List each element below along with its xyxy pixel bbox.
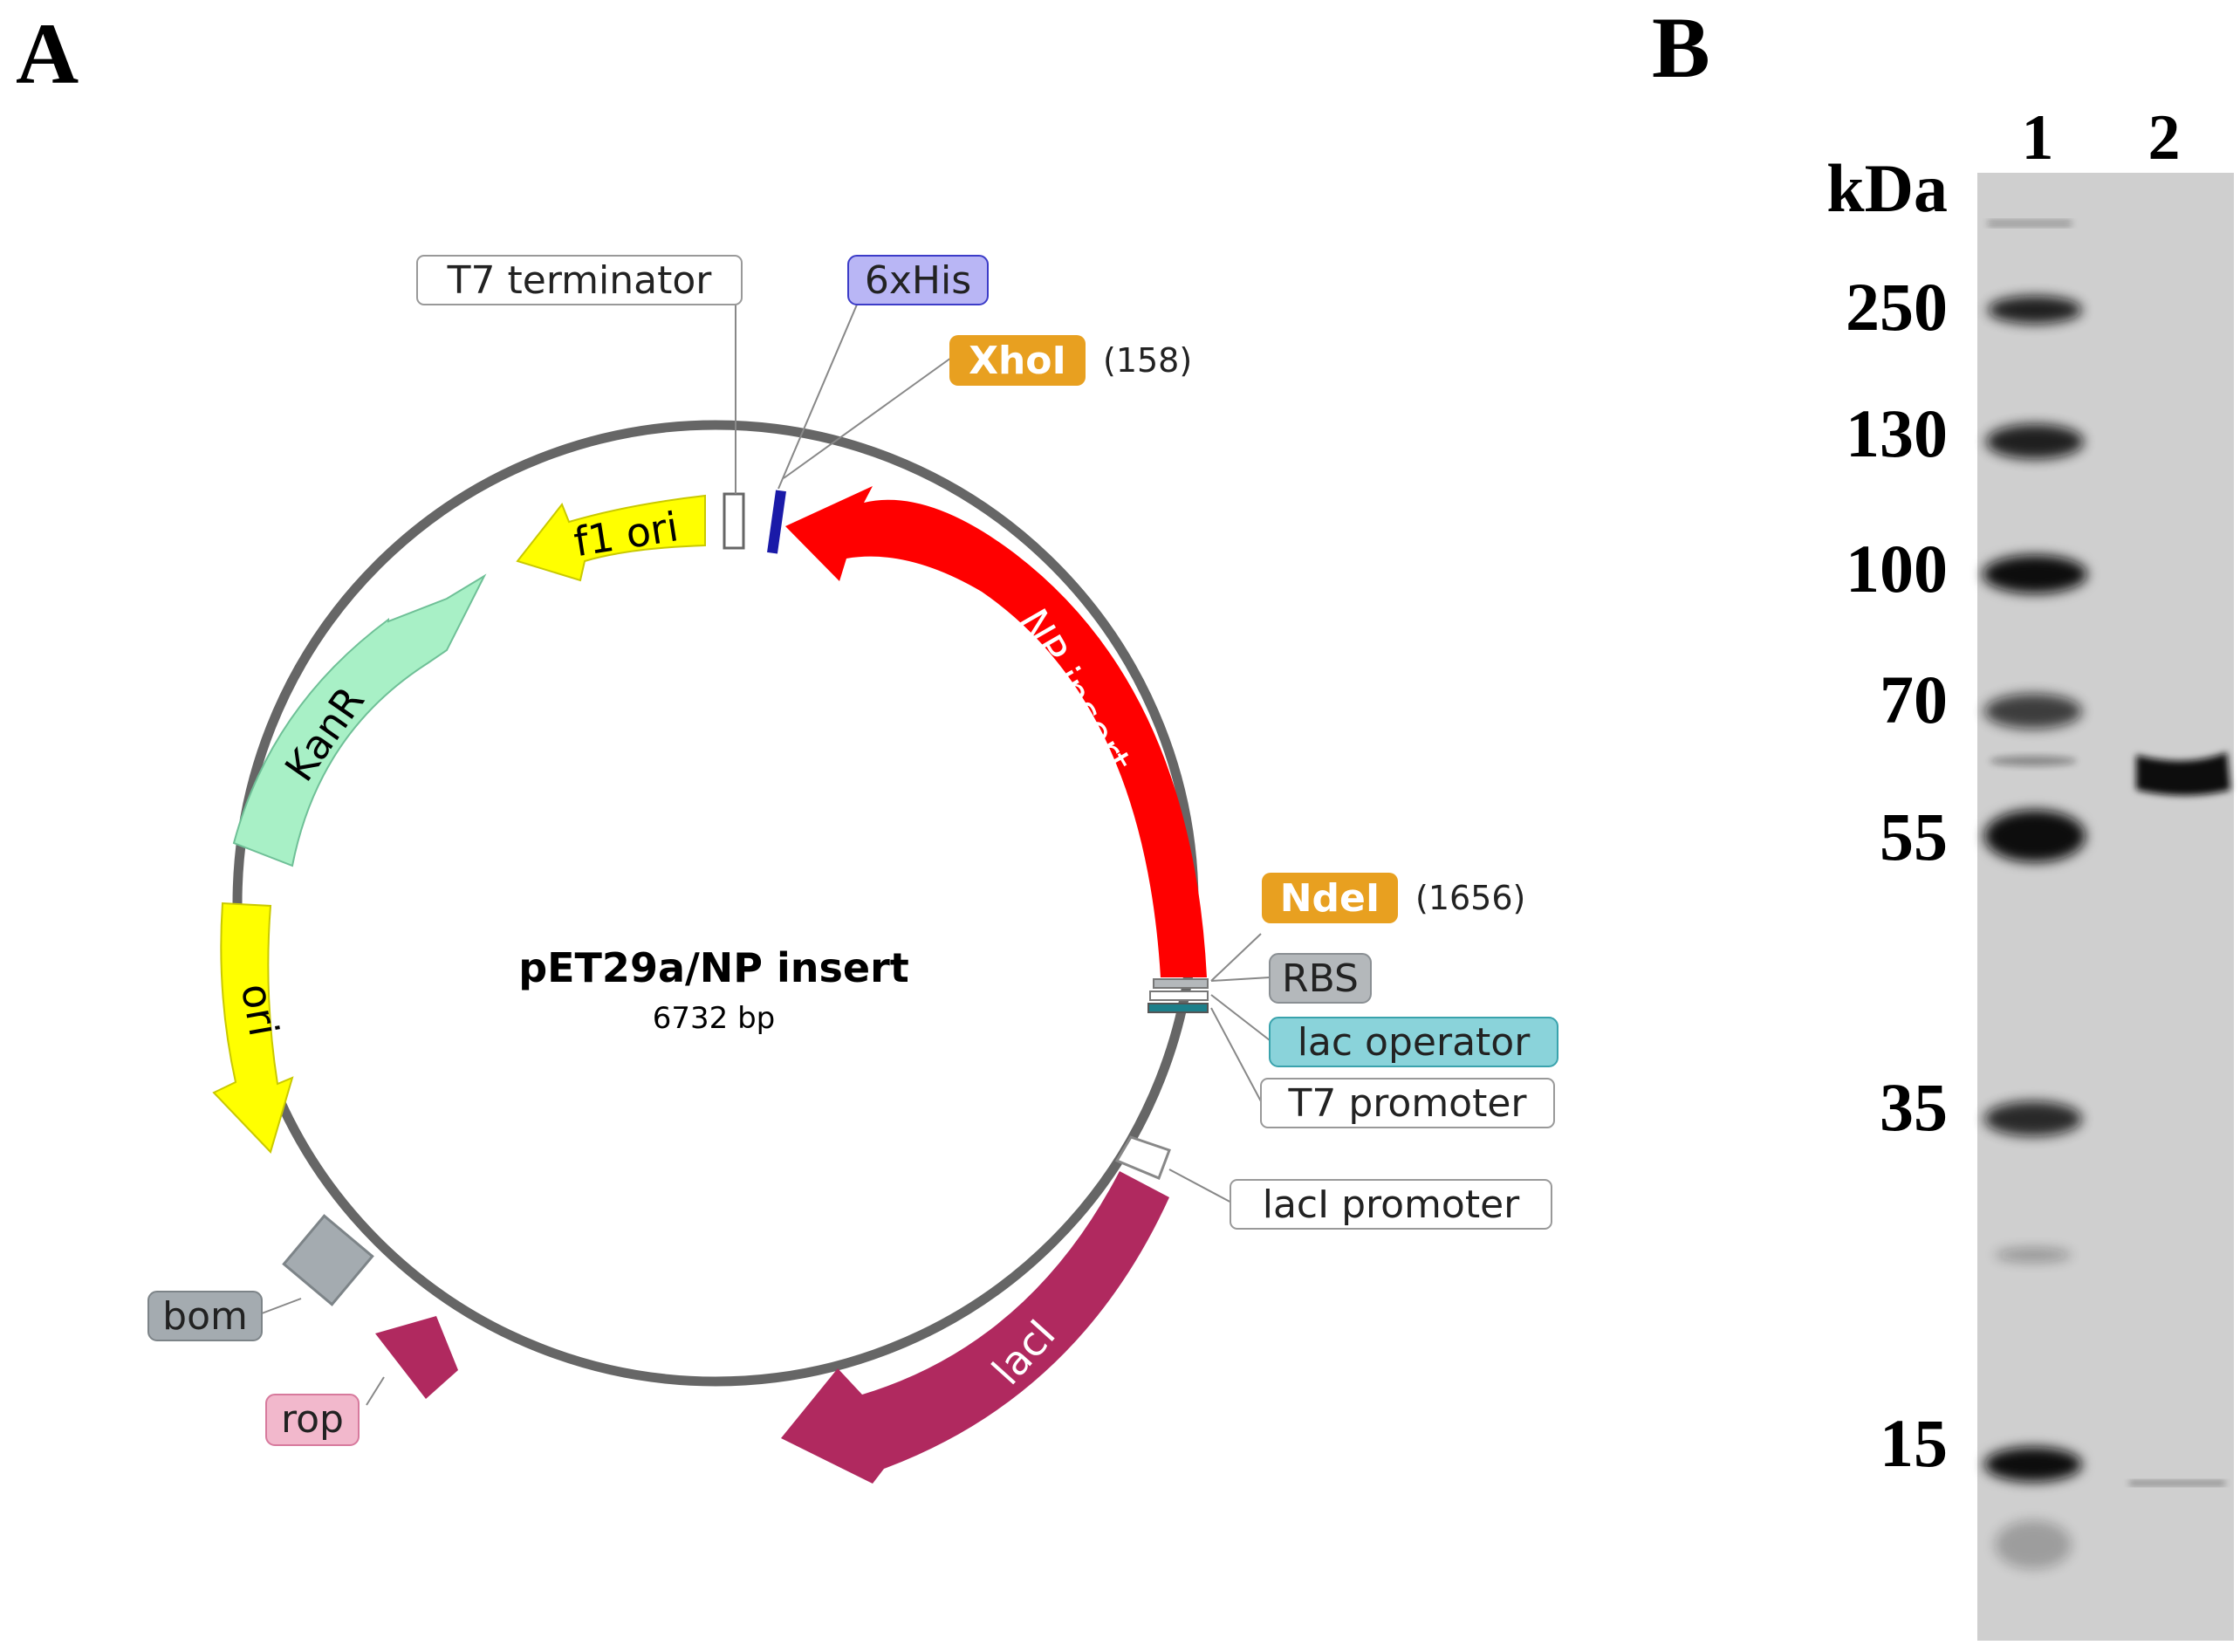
f1-ori-arrow (516, 494, 706, 582)
ori-arrow (212, 901, 294, 1154)
ladder-band-top (1988, 221, 2072, 226)
ladder-label-70: 70 (1880, 661, 1948, 737)
svg-text:rop: rop (281, 1397, 344, 1442)
svg-text:bom: bom (162, 1294, 248, 1339)
his-tag-mark (767, 490, 786, 554)
ladder-band-70 (1984, 694, 2082, 729)
svg-text:(158): (158) (1103, 341, 1192, 380)
svg-text:lac operator: lac operator (1298, 1020, 1531, 1065)
callout-t7-promoter: T7 promoter (1260, 1078, 1555, 1128)
plasmid-backbone (232, 420, 1199, 1387)
t7-terminator-mark (723, 492, 745, 550)
svg-text:T7 promoter: T7 promoter (1287, 1081, 1527, 1126)
svg-text:RBS: RBS (1282, 956, 1359, 1001)
svg-text:T7 terminator: T7 terminator (447, 258, 713, 303)
svg-text:XhoI: XhoI (969, 339, 1066, 383)
ladder-band-35 (1984, 1101, 2082, 1136)
svg-text:NdeI: NdeI (1280, 876, 1380, 921)
ladder-smear-bottom (1995, 1520, 2072, 1569)
callout-xhoi: XhoI (158) (949, 335, 1192, 386)
bom-box (282, 1214, 374, 1306)
callout-rop: rop (265, 1394, 360, 1446)
lane-label-1: 1 (2022, 102, 2054, 174)
ladder-band-100 (1983, 555, 2087, 593)
callout-ndei: NdeI (1656) (1262, 873, 1525, 923)
lac-operator-mark (1147, 1003, 1209, 1013)
gel-background (1977, 173, 2234, 1641)
ladder-label-15: 15 (1880, 1405, 1948, 1481)
kda-unit-label: kDa (1826, 150, 1948, 226)
callout-rbs: RBS (1269, 953, 1372, 1004)
panel-a-letter: A (16, 5, 79, 102)
gel: kDa 1 2 250 130 100 70 55 35 15 (1826, 102, 2234, 1641)
np-insert-arrow (785, 486, 1207, 977)
ladder-label-130: 130 (1846, 395, 1948, 471)
callout-t7-terminator: T7 terminator (416, 255, 743, 305)
ladder-band-130 (1986, 424, 2084, 459)
rop-arrow (375, 1316, 458, 1399)
sample-band-low (2129, 1481, 2225, 1485)
callout-lac-operator: lac operator (1269, 1017, 1558, 1067)
ladder-lane (1983, 221, 2087, 1569)
lane-label-2: 2 (2148, 102, 2181, 174)
plasmid-map: NP insert lacI KanR f1 ori ori pET29a/NP… (212, 420, 1209, 1484)
svg-text:lacI promoter: lacI promoter (1263, 1182, 1520, 1227)
ladder-label-250: 250 (1846, 269, 1948, 345)
rbs-mark (1153, 978, 1209, 989)
ladder-band-15 (1984, 1447, 2082, 1482)
plasmid-name: pET29a/NP insert (518, 944, 909, 991)
ladder-band-25-faint (1995, 1248, 2072, 1262)
callout-bom: bom (147, 1291, 263, 1341)
svg-text:6xHis: 6xHis (865, 258, 971, 303)
ladder-label-100: 100 (1846, 531, 1948, 607)
plasmid-size: 6732 bp (653, 1001, 776, 1036)
t7-promoter-mark (1149, 991, 1209, 1001)
callout-leaders (261, 298, 1271, 1406)
laci-promoter-mark (1114, 1135, 1171, 1180)
callout-6xhis: 6xHis (847, 255, 989, 305)
ori-label: ori (232, 980, 288, 1039)
ladder-label-55: 55 (1880, 799, 1948, 874)
callout-laci-promoter: lacI promoter (1230, 1179, 1552, 1230)
kanr-arrow (232, 573, 487, 867)
ladder-band-faint-65 (1990, 756, 2077, 766)
sample-lane (2129, 752, 2230, 1485)
ladder-band-55 (1984, 810, 2086, 862)
svg-text:(1656): (1656) (1415, 879, 1525, 917)
f1-ori-label: f1 ori (571, 503, 682, 566)
laci-arrow (781, 1171, 1169, 1484)
ladder-label-35: 35 (1880, 1069, 1948, 1145)
sample-band-main (2136, 752, 2230, 796)
ladder-band-250 (1988, 296, 2082, 324)
panel-b-letter: B (1652, 0, 1710, 96)
